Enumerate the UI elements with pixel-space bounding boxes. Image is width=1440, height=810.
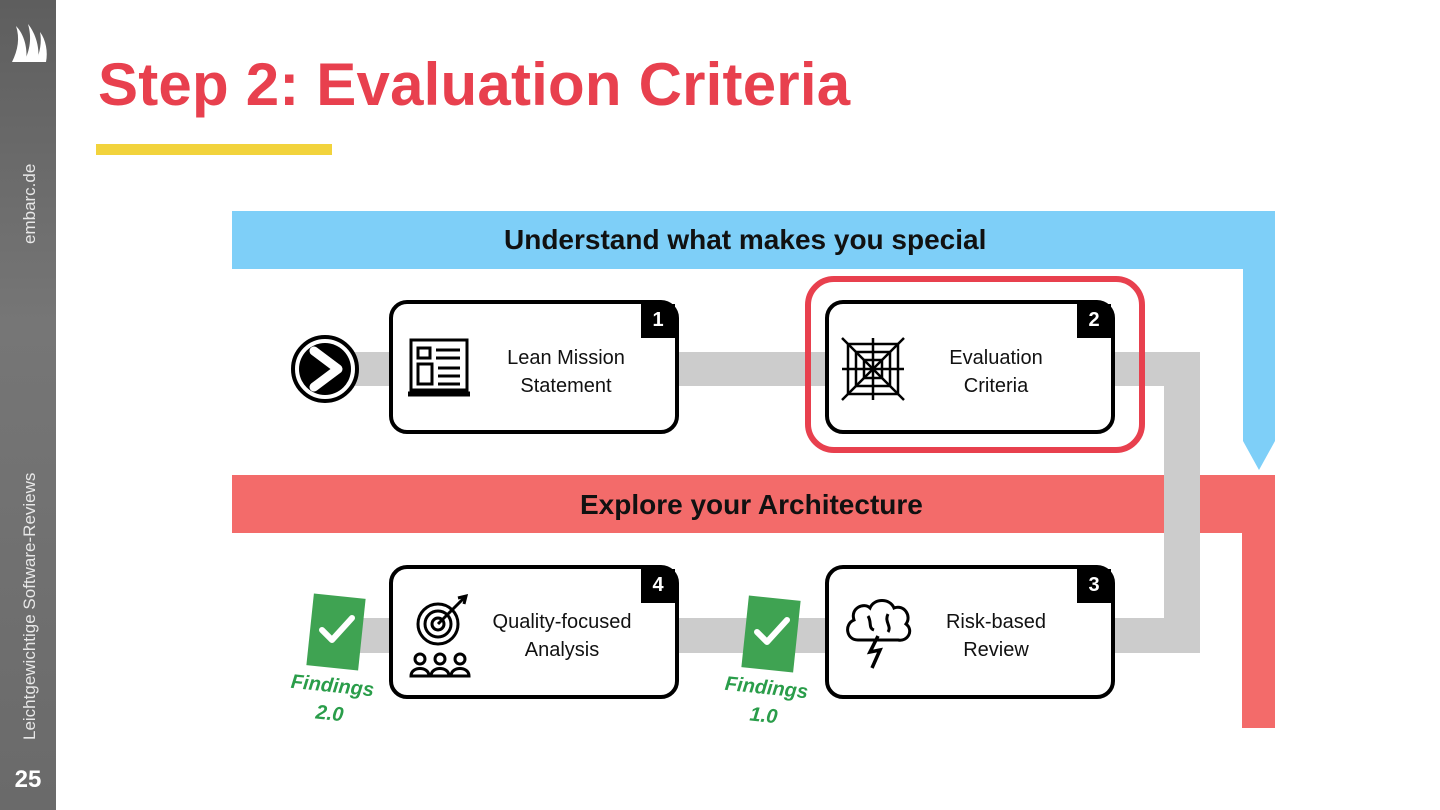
- page-title: Step 2: Evaluation Criteria: [98, 51, 851, 118]
- step-3-number: 3: [1088, 574, 1100, 596]
- step-box-3: [825, 565, 1115, 699]
- document-board-icon: [408, 338, 470, 397]
- step-4-number: 4: [652, 574, 664, 596]
- step-2-number: 2: [1088, 309, 1100, 331]
- step-box-2: [825, 300, 1115, 434]
- findings-check-icon-2: [306, 593, 366, 671]
- start-arrow-icon: [291, 335, 359, 403]
- bottom-band-label: Explore your Architecture: [580, 489, 923, 520]
- storm-cloud-icon: [846, 599, 912, 669]
- step-box-1: [389, 300, 679, 434]
- sidebar: embarc.de Leichtgewichtige Software-Revi…: [0, 0, 56, 810]
- page-number: 25: [14, 766, 42, 793]
- step-1-number: 1: [652, 309, 664, 331]
- findings-check-icon-1: [741, 595, 801, 673]
- title-underline: [96, 144, 332, 155]
- top-band-label: Understand what makes you special: [504, 224, 987, 255]
- embarc-logo-icon: [12, 24, 47, 62]
- web-icon: [841, 337, 905, 401]
- connector-right: [1164, 352, 1200, 653]
- highlight-frame: [805, 276, 1145, 453]
- target-people-icon: [409, 593, 471, 678]
- top-band: [232, 211, 1275, 470]
